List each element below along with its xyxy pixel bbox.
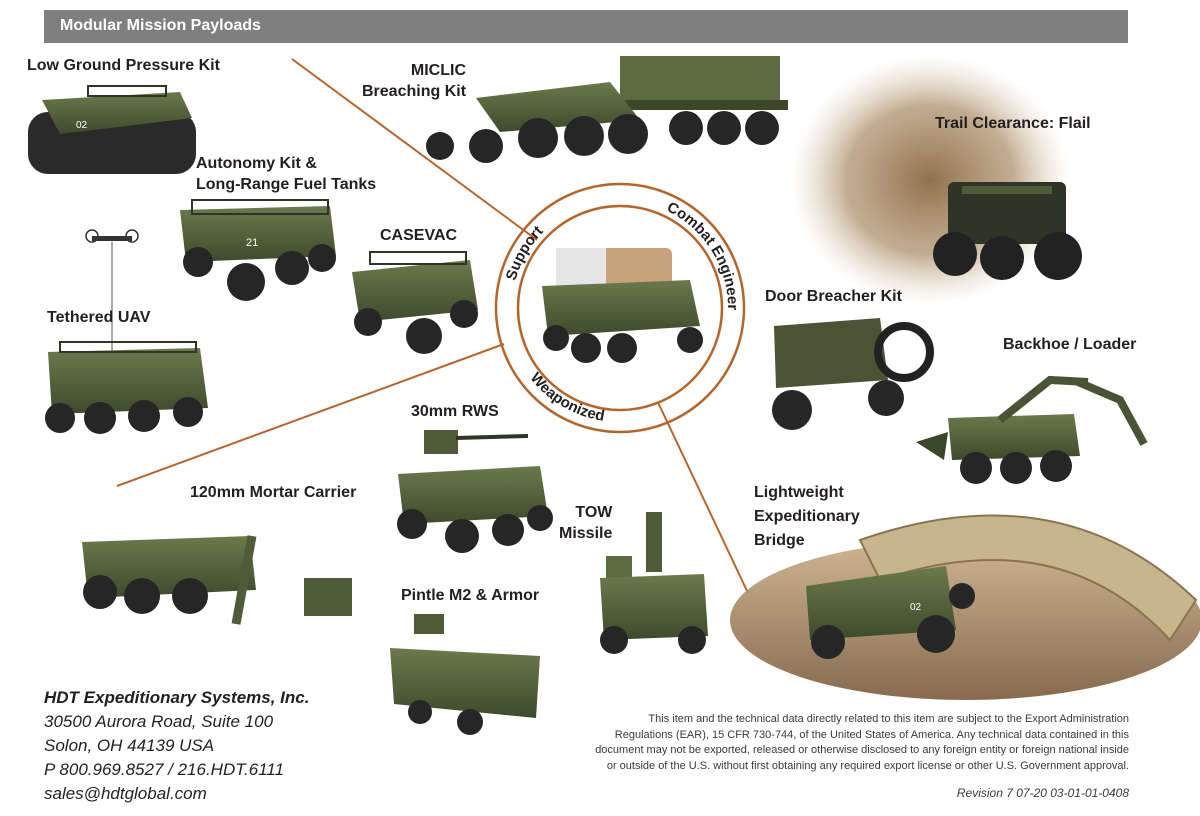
address-line-2: Solon, OH 44139 USA	[44, 736, 215, 755]
outer-ring	[494, 182, 746, 434]
export-notice-line: This item and the technical data directl…	[648, 713, 1129, 725]
connector-line	[116, 343, 505, 487]
revision-number: Revision 7 07-20 03-01-01-0408	[956, 786, 1129, 800]
label-tow-missile: TOW Missile	[559, 502, 612, 544]
tow-vehicle	[600, 512, 708, 654]
email-address[interactable]: sales@hdtglobal.com	[44, 784, 207, 803]
bridge-scene: 02	[730, 514, 1200, 700]
connector-line	[291, 58, 538, 241]
page-title: Modular Mission Payloads	[60, 17, 261, 34]
export-notice-line: document may not be exported, released o…	[595, 744, 1129, 756]
center-vehicle	[542, 248, 703, 363]
contact-block: HDT Expeditionary Systems, Inc. 30500 Au…	[44, 686, 309, 806]
mortar-vehicle	[82, 535, 352, 625]
label-door-breacher-kit: Door Breacher Kit	[765, 288, 902, 305]
export-notice-line: or outside of the U.S. without first obt…	[606, 759, 1129, 772]
label-line: Breaching Kit	[362, 83, 467, 100]
header-banner: Modular Mission Payloads	[44, 10, 1128, 43]
label-pintle-m2-armor: Pintle M2 & Armor	[401, 587, 540, 604]
casevac-vehicle	[352, 251, 478, 354]
label-120mm-mortar-carrier: 120mm Mortar Carrier	[190, 484, 357, 501]
export-notice-line: Regulations (EAR), 15 CFR 730-744, of th…	[614, 728, 1129, 741]
pintle-vehicle	[390, 614, 540, 735]
vehicle-number: 21	[246, 237, 258, 249]
label-miclic: MICLIC Breaching Kit	[362, 60, 466, 102]
label-line: TOW	[575, 504, 613, 521]
rws-30mm-vehicle	[397, 430, 553, 553]
miclic-vehicle	[426, 56, 788, 163]
phone-numbers: P 800.969.8527 / 216.HDT.6111	[44, 760, 285, 779]
label-tethered-uav: Tethered UAV	[47, 309, 151, 326]
label-low-ground-pressure-kit: Low Ground Pressure Kit	[27, 57, 220, 74]
export-notice: This item and the technical data directl…	[545, 712, 1129, 774]
tethered-uav-vehicle	[45, 341, 208, 434]
label-line: MICLIC	[410, 62, 467, 79]
vehicle-number: 02	[76, 120, 88, 131]
label-line: Autonomy Kit &	[196, 155, 317, 172]
low-ground-pressure-vehicle: 02	[28, 85, 196, 174]
label-lightweight-expeditionary-bridge: Lightweight Expeditionary Bridge	[754, 481, 860, 553]
company-name: HDT Expeditionary Systems, Inc.	[44, 688, 310, 707]
label-line: Long-Range Fuel Tanks	[196, 176, 377, 193]
backhoe-vehicle	[916, 375, 1148, 484]
label-line: Missile	[559, 525, 613, 542]
label-autonomy-kit: Autonomy Kit & Long-Range Fuel Tanks	[196, 153, 376, 195]
label-trail-clearance-flail: Trail Clearance: Flail	[935, 115, 1091, 132]
connector-line	[654, 395, 749, 594]
label-line: Lightweight	[754, 484, 844, 501]
address-line-1: 30500 Aurora Road, Suite 100	[44, 712, 274, 731]
door-breacher-vehicle	[772, 318, 934, 430]
label-casevac: CASEVAC	[380, 227, 458, 244]
label-line: Bridge	[754, 532, 805, 549]
label-backhoe-loader: Backhoe / Loader	[1003, 336, 1137, 353]
flail-vehicle	[790, 55, 1082, 305]
autonomy-vehicle: 21	[180, 199, 336, 301]
label-line: Expeditionary	[754, 508, 860, 525]
vehicle-number: 02	[910, 602, 922, 613]
label-30mm-rws: 30mm RWS	[411, 403, 499, 420]
connector-lines	[116, 58, 749, 594]
